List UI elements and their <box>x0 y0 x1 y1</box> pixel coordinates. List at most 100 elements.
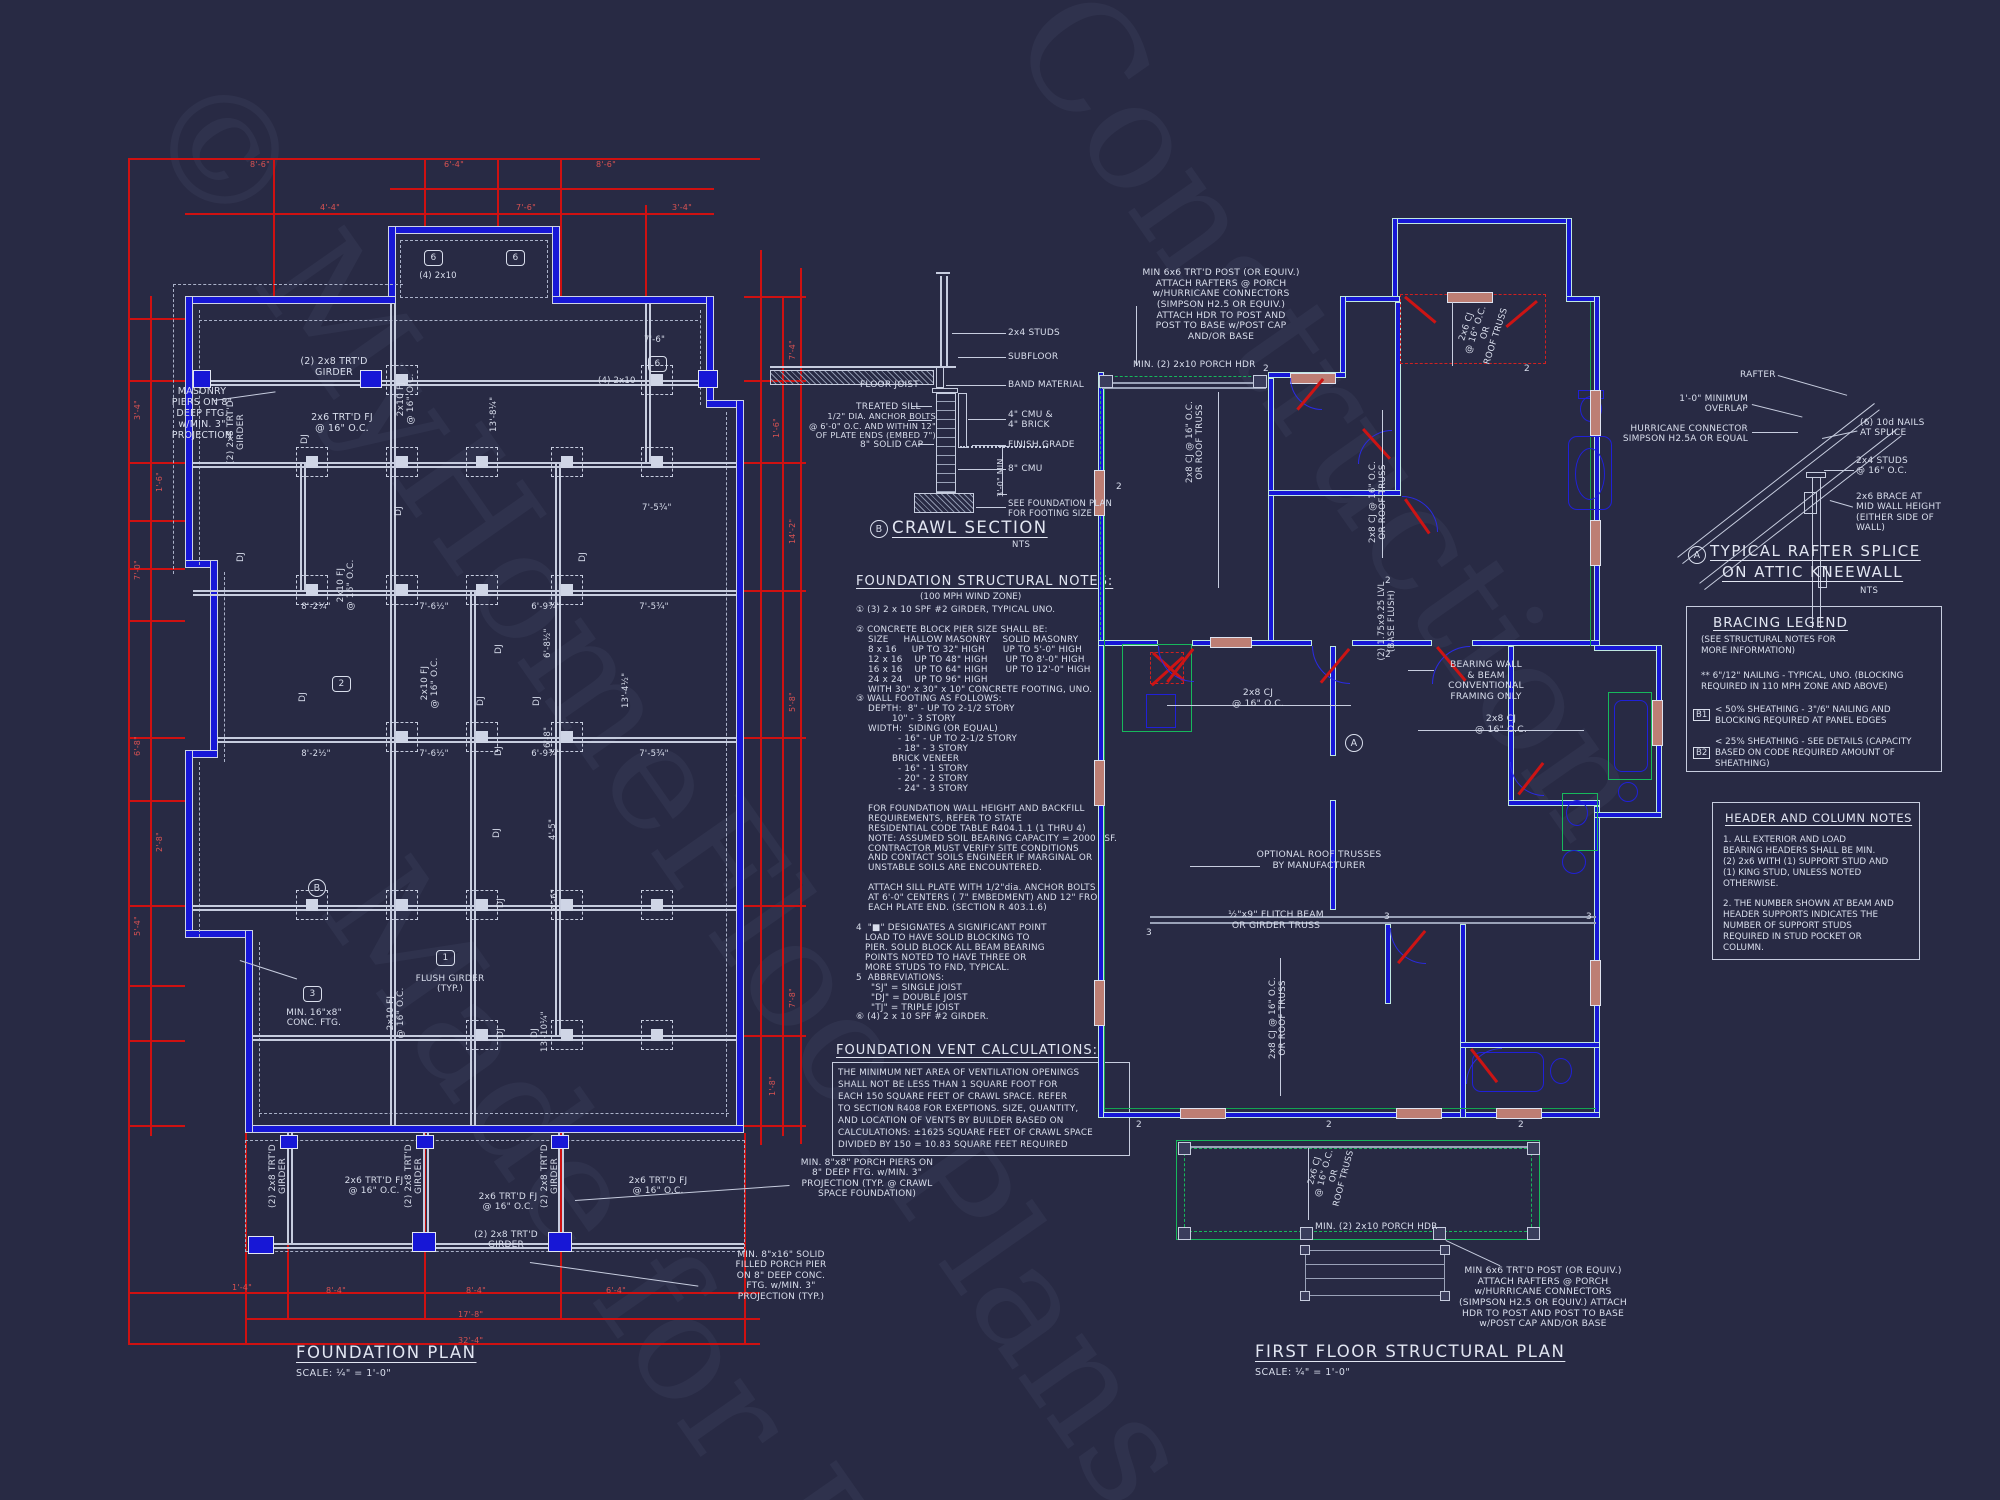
geometry-abs <box>1176 1140 1540 1240</box>
geometry-wl <box>1280 958 1281 1096</box>
geometry-fw <box>1566 218 1572 302</box>
annotation-label: 13'-8¼" <box>489 396 499 432</box>
annotation-label: 8" CMU <box>1008 464 1043 474</box>
callout-bubble: 1 <box>436 950 455 966</box>
annotation-label: 2 <box>1136 1120 1142 1130</box>
geometry-rl <box>128 462 185 464</box>
geometry-fw <box>1460 1042 1600 1048</box>
geometry-wl <box>1167 705 1351 706</box>
geometry-abs <box>960 446 1048 448</box>
geometry-gl <box>1305 1264 1445 1265</box>
annotation-label: 3'-4" <box>672 203 692 212</box>
geometry-pier <box>641 447 673 477</box>
geometry-pier <box>466 722 498 752</box>
geometry-fw <box>1352 640 1432 646</box>
annotation-label: 8'-6" <box>596 160 616 169</box>
geometry-sal <box>1590 960 1601 1006</box>
annotation-label: (6) 10d NAILS AT SPLICE <box>1860 418 1925 439</box>
geometry-rl <box>744 1035 806 1037</box>
annotation-label: DJ <box>494 644 504 654</box>
geometry-sal <box>1094 470 1105 516</box>
geometry-bw <box>185 296 396 304</box>
geometry-sal <box>1094 980 1105 1026</box>
geometry-wl <box>555 462 557 1035</box>
bracing-legend-note: (SEE STRUCTURAL NOTES FOR MORE INFORMATI… <box>1701 635 1836 656</box>
annotation-label: MIN. 8"x8" PORCH PIERS ON 8" DEEP FTG. w… <box>800 1158 934 1200</box>
geometry-wl <box>300 462 302 590</box>
annotation-label: 6'-8" <box>543 726 553 748</box>
geometry-rl <box>150 296 152 1136</box>
annotation-label: MIN. (2) 2x10 PORCH HDR <box>1133 360 1256 370</box>
geometry-fw <box>1192 640 1312 646</box>
rafter-detail-bubble: A <box>1688 546 1706 564</box>
callout-bubble: 6 <box>506 250 525 266</box>
annotation-label: OPTIONAL ROOF TRUSSES BY MANUFACTURER <box>1256 849 1382 871</box>
annotation-label: 13'-10¼" <box>540 1011 550 1052</box>
header-notes-p2: 2. THE NUMBER SHOWN AT BEAM AND HEADER S… <box>1723 899 1894 953</box>
annotation-label: 8" SOLID CAP <box>860 440 924 450</box>
geometry-fix <box>1146 694 1176 728</box>
annotation-label: 6'-8½" <box>543 628 553 658</box>
geometry-rl <box>128 1125 185 1127</box>
geometry-gl <box>1102 387 1266 389</box>
annotation-label: 4" CMU & 4" BRICK <box>1008 410 1053 431</box>
geometry-wl <box>193 905 736 907</box>
geometry-wl <box>193 590 736 592</box>
callout-bubble: A <box>1345 734 1363 752</box>
annotation-label: ½"x9" FLITCH BEAM OR GIRDER TRUSS <box>1228 909 1324 931</box>
geometry-wl <box>770 366 956 368</box>
geometry-wl <box>250 1243 744 1245</box>
geometry-post <box>1099 375 1113 388</box>
geometry-abs <box>1562 793 1598 851</box>
geometry-gl <box>1150 916 1596 918</box>
vent-calc-body: THE MINIMUM NET AREA OF VENTILATION OPEN… <box>838 1068 1093 1151</box>
geometry-fw <box>1460 924 1466 1118</box>
annotation-label: 6'-9¾" <box>531 602 561 612</box>
geometry-pier <box>551 1020 583 1050</box>
geometry-wl <box>1751 404 1803 418</box>
geometry-post <box>1300 1227 1313 1240</box>
geometry-rl <box>800 268 802 1144</box>
annotation-label: RAFTER <box>1740 370 1776 380</box>
geometry-abs <box>1812 478 1821 628</box>
annotation-label: 1'-4" <box>232 1283 252 1292</box>
geometry-bw <box>552 226 560 304</box>
annotation-label: DJ <box>496 1028 506 1038</box>
callout-bubble: B <box>308 879 326 897</box>
geometry-post <box>1440 1245 1450 1255</box>
annotation-label: FINISH GRADE <box>1008 440 1075 450</box>
annotation-label: 3'-0" MIN. <box>996 455 1005 497</box>
geometry-gn <box>1104 378 1105 1112</box>
annotation-label: 6'-4" <box>606 1286 626 1295</box>
geometry-rl <box>128 158 760 160</box>
geometry-wl <box>287 1133 289 1243</box>
geometry-wl <box>958 357 1006 358</box>
bracing-text-b2: < 25% SHEATHING - SEE DETAILS (CAPACITY … <box>1715 737 1912 769</box>
geometry-rl <box>128 737 185 739</box>
geometry-wl <box>559 462 561 1035</box>
bracing-marker-b1: B1 <box>1693 709 1711 721</box>
geometry-wl <box>1452 302 1453 366</box>
geometry-abs <box>914 493 974 513</box>
annotation-label: 13'-4½" <box>621 672 631 708</box>
geometry-wl <box>946 385 1006 386</box>
annotation-label: MASONRY PIERS ON 8" DEEP FTG. w/MIN. 3" … <box>171 386 233 442</box>
annotation-label: 2x10 FJ @ 16" O.C. <box>420 657 441 709</box>
geometry-fw <box>1268 378 1274 646</box>
structural-notes-subtitle: (100 MPH WIND ZONE) <box>920 592 1022 602</box>
annotation-label: 2'-8" <box>155 832 164 852</box>
geometry-rl <box>744 905 806 907</box>
annotation-label: 8'-2¼" <box>301 602 331 612</box>
geometry-sal <box>1590 520 1601 566</box>
geometry-dsh <box>259 1113 729 1114</box>
geometry-wl <box>946 276 948 368</box>
geometry-rl <box>744 590 806 592</box>
geometry-dsh <box>245 1140 745 1252</box>
geometry-bpier <box>698 370 718 388</box>
annotation-label: 7'-6" <box>516 203 536 212</box>
geometry-bpier <box>248 1236 274 1254</box>
geometry-bw <box>736 400 744 1133</box>
annotation-label: 7'-5¾" <box>642 503 672 513</box>
geometry-wl <box>1418 730 1584 731</box>
